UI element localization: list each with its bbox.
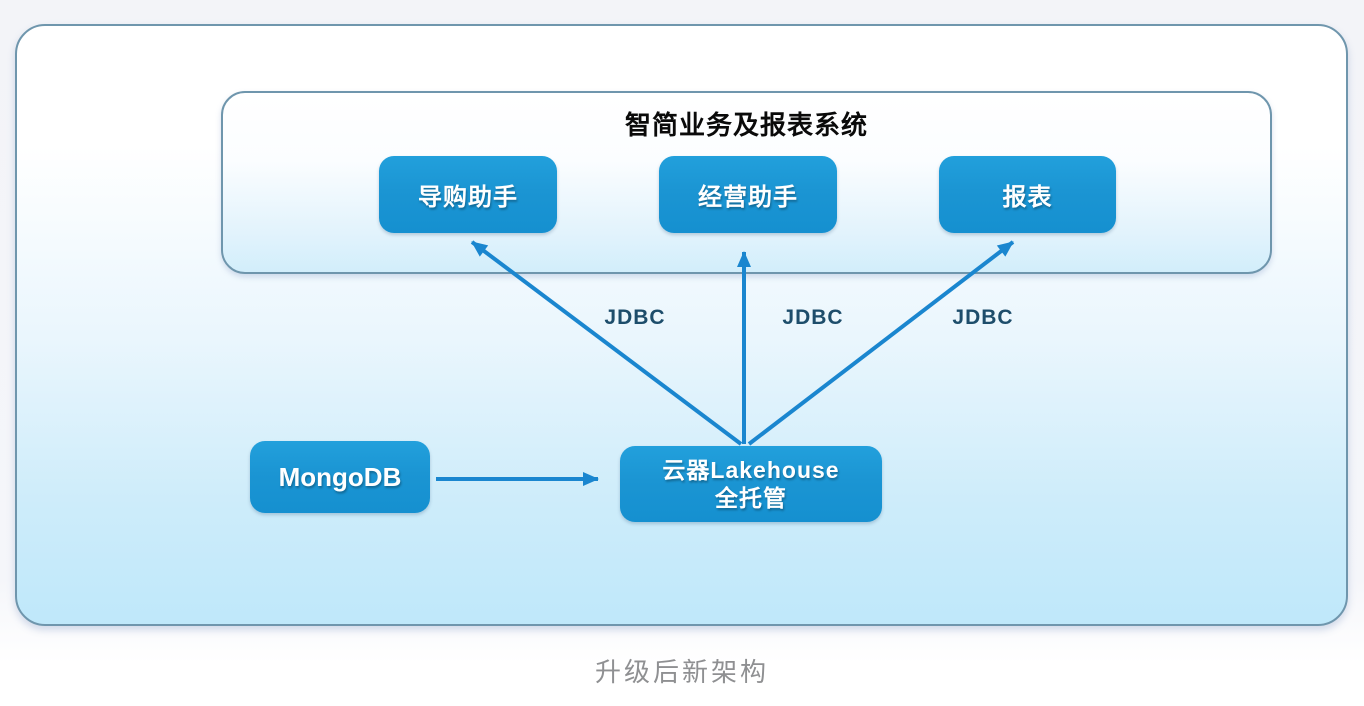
jdbc-label-1: JDBC	[604, 306, 666, 329]
app-node-report: 报表	[939, 156, 1116, 233]
system-group-box: 智简业务及报表系统 导购助手 经营助手 报表	[221, 91, 1272, 274]
architecture-panel: 智简业务及报表系统 导购助手 经营助手 报表 MongoDB 云器Lakehou…	[15, 24, 1348, 626]
node-lakehouse-line2: 全托管	[715, 485, 787, 511]
node-lakehouse: 云器Lakehouse 全托管	[620, 446, 882, 522]
jdbc-label-3: JDBC	[952, 306, 1014, 329]
jdbc-label-2: JDBC	[782, 306, 844, 329]
system-title: 智简业务及报表系统	[624, 110, 868, 140]
app-node-guide-assistant: 导购助手	[379, 156, 557, 233]
node-lakehouse-line1: 云器Lakehouse	[662, 456, 840, 483]
app-node-business-assistant: 经营助手	[659, 156, 837, 233]
node-mongodb: MongoDB	[250, 441, 430, 513]
diagram-caption: 升级后新架构	[594, 657, 769, 687]
